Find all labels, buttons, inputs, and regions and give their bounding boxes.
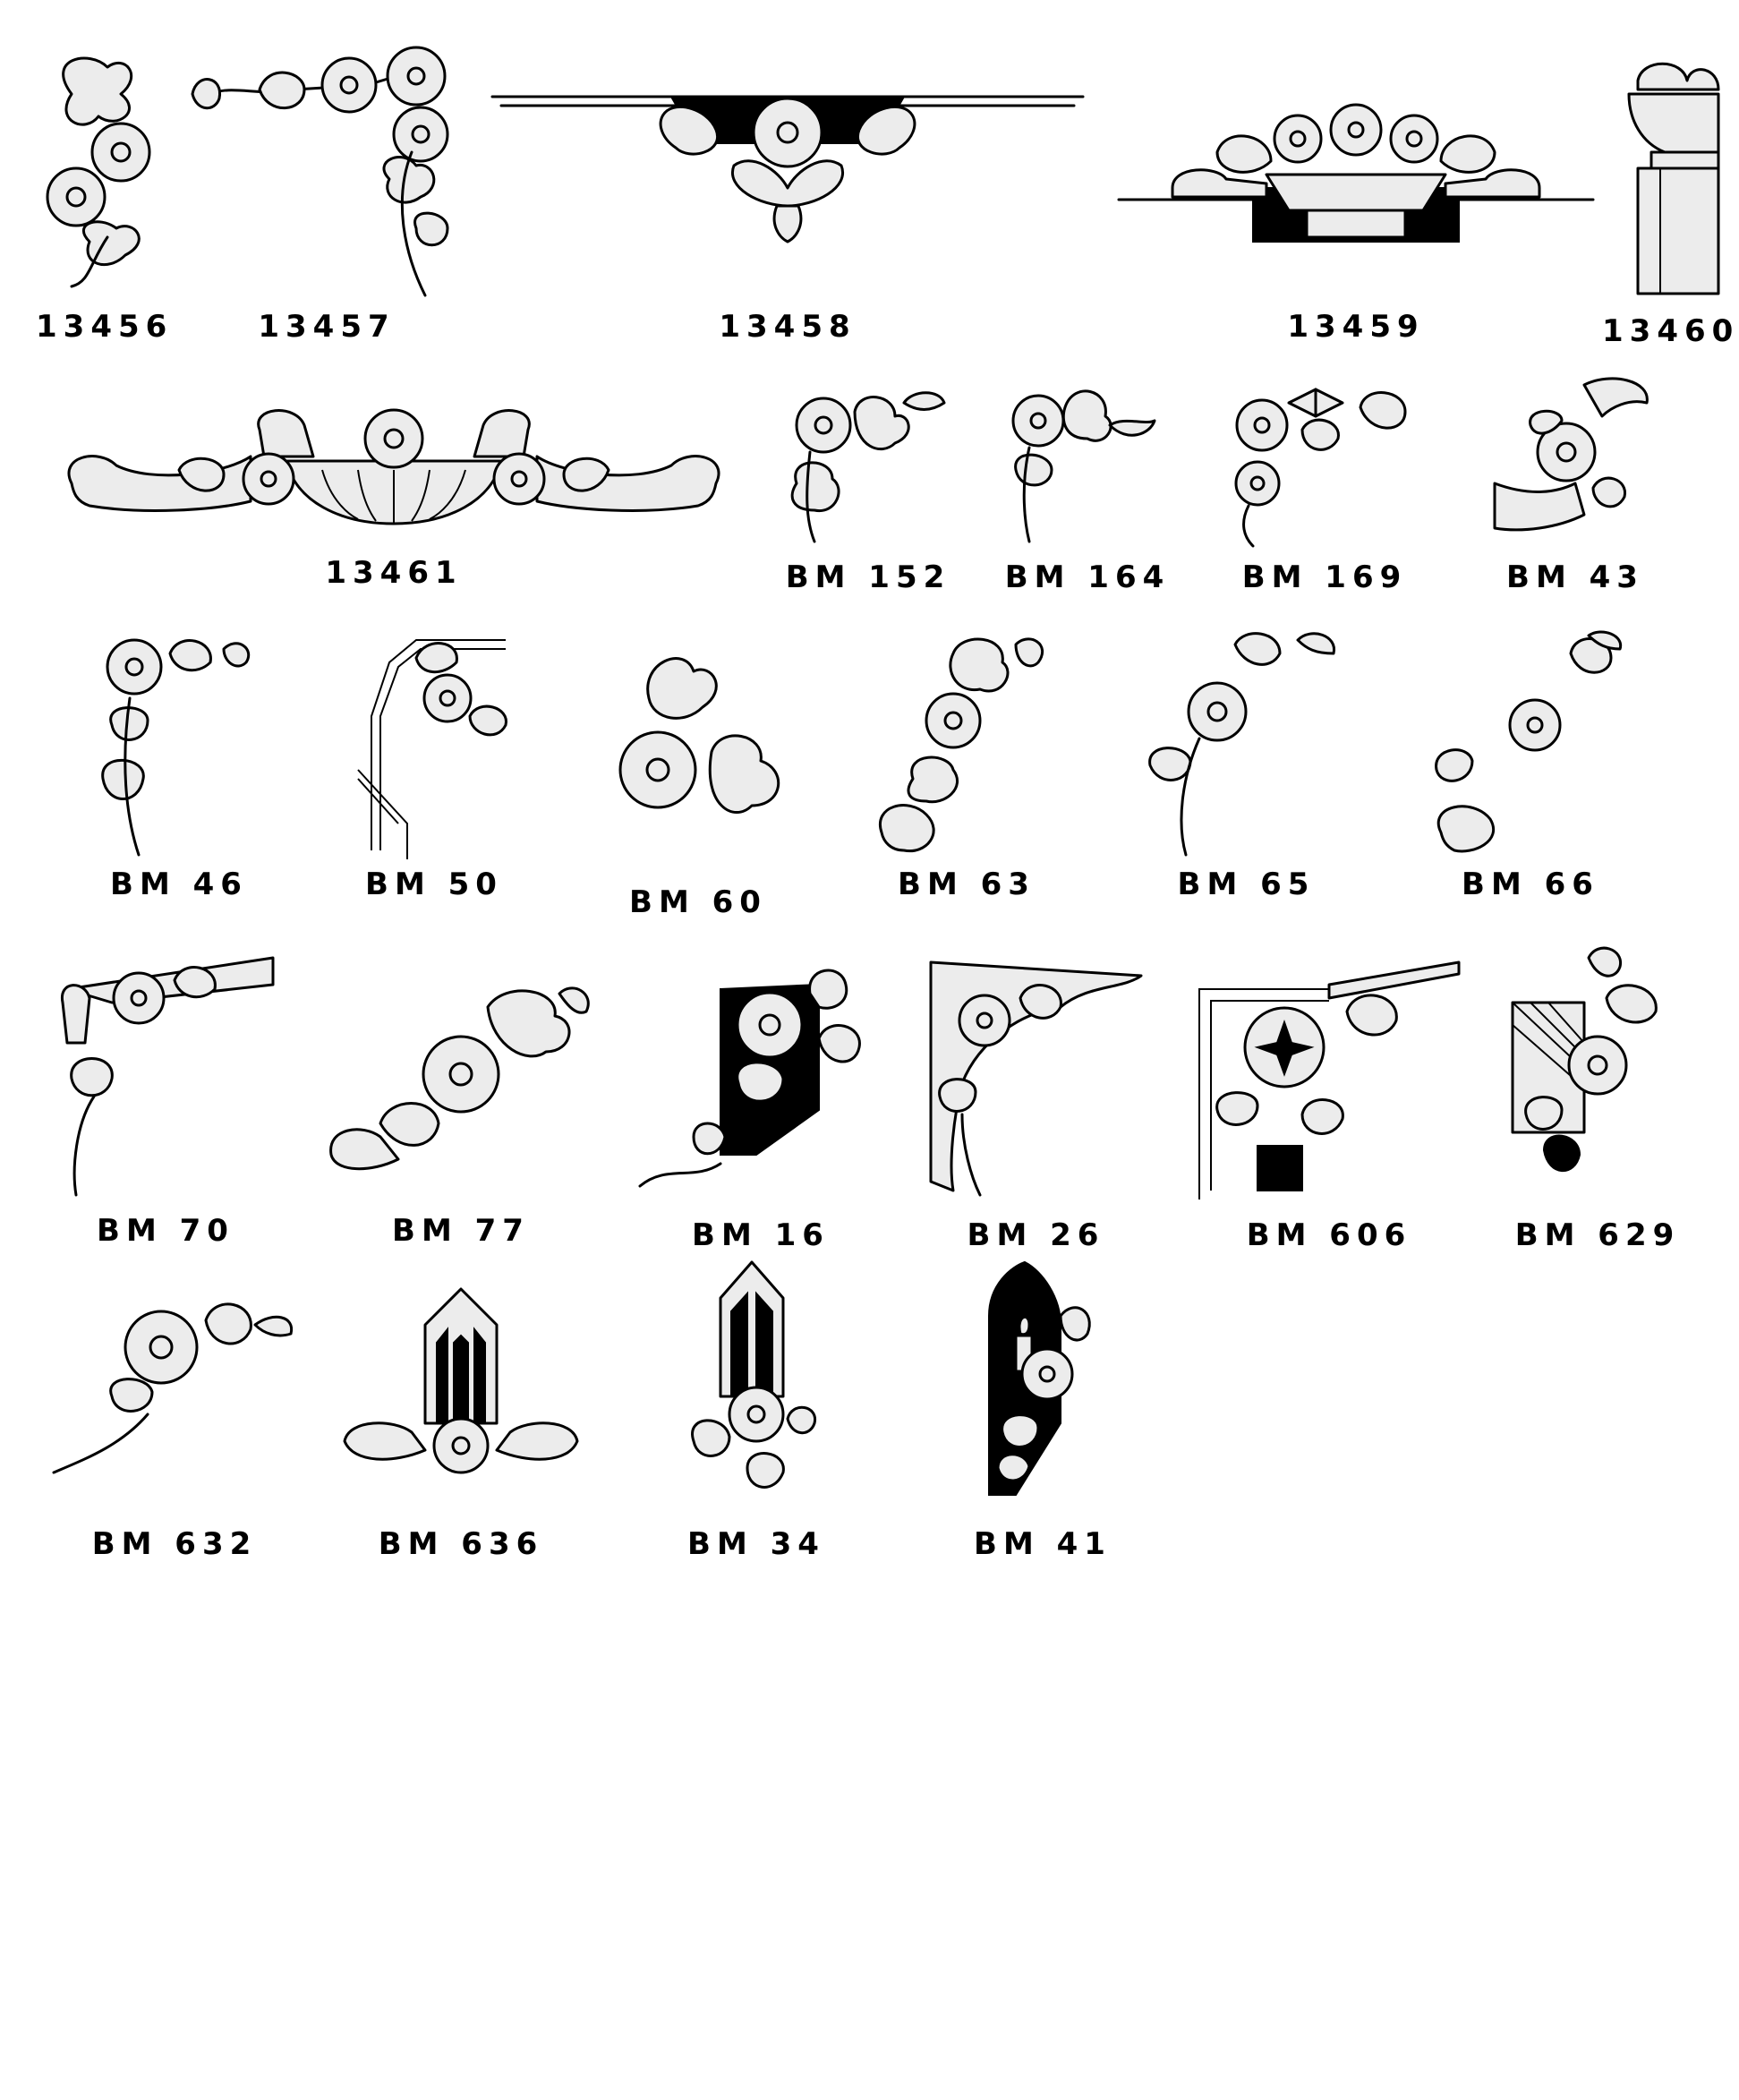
ornament-tile-bm-636[interactable]: BM 636 (340, 1287, 582, 1562)
ornament-tile-bm-63[interactable]: BM 63 (873, 627, 1061, 904)
ornament-tile-bm-34[interactable]: BM 34 (676, 1260, 837, 1562)
dark-floral-panel-ornament-icon (638, 969, 861, 1188)
item-code-label: BM 63 (898, 866, 1036, 902)
ornament-tile-13458[interactable]: 13458 (490, 90, 1085, 345)
ornament-tile-bm-41[interactable]: BM 41 (962, 1260, 1123, 1562)
item-code-label: BM 66 (1462, 866, 1599, 902)
ornament-tile-bm-70[interactable]: BM 70 (58, 953, 275, 1249)
ornament-tile-13460[interactable]: 13460 (1602, 54, 1733, 349)
floral-vertical-ornament-icon (46, 56, 151, 288)
ornament-tile-bm-169[interactable]: BM 169 (1226, 380, 1423, 595)
item-code-label: BM 152 (785, 559, 951, 595)
flower-basket-ornament-icon (1117, 103, 1595, 243)
floral-corner-ornament-icon (191, 46, 449, 297)
diagonal-flower-ornament-icon (329, 986, 590, 1171)
ornament-tile-13456[interactable]: 13456 (36, 49, 170, 345)
item-code-label: BM 60 (629, 884, 767, 920)
item-code-label: BM 77 (392, 1213, 530, 1249)
item-code-label: BM 632 (91, 1526, 258, 1562)
item-code-label: BM 70 (97, 1213, 234, 1249)
ornament-tile-bm-632[interactable]: BM 632 (49, 1289, 300, 1562)
item-code-label: 13456 (36, 309, 174, 345)
ornament-tile-bm-50[interactable]: BM 50 (345, 627, 524, 904)
ornament-tile-bm-60[interactable]: BM 60 (604, 645, 792, 920)
item-code-label: 13460 (1602, 313, 1739, 349)
floral-spray-ornament-icon (1148, 632, 1335, 857)
ornament-tile-bm-43[interactable]: BM 43 (1493, 371, 1656, 595)
item-code-label: BM 43 (1506, 559, 1644, 595)
floral-corner-ornament-icon (790, 391, 946, 543)
ornament-tile-bm-46[interactable]: BM 46 (90, 627, 269, 904)
item-code-label: BM 606 (1246, 1217, 1412, 1253)
ornament-tile-bm-16[interactable]: BM 16 (638, 958, 882, 1253)
item-code-label: BM 46 (110, 866, 248, 902)
fan-floral-panel-ornament-icon (1511, 946, 1658, 1173)
floral-diagonal-ornament-icon (1435, 630, 1623, 853)
ornament-tile-bm-65[interactable]: BM 65 (1146, 627, 1347, 904)
scroll-basket-ornament-icon (67, 408, 720, 525)
gothic-window-floral-ornament-icon (691, 1260, 816, 1489)
item-code-label: BM 65 (1177, 866, 1316, 902)
ornament-tile-13461[interactable]: 13461 (63, 403, 725, 595)
floral-corner-ornament-icon (101, 638, 251, 857)
gothic-window-floral-ornament-icon (343, 1287, 579, 1474)
floral-swoop-ornament-icon (52, 1302, 294, 1474)
item-code-label: 13461 (325, 555, 463, 591)
frame-corner-flower-ornament-icon (1198, 960, 1461, 1199)
bracket-floral-ornament-icon (61, 956, 275, 1197)
ornament-tile-bm-164[interactable]: BM 164 (1002, 380, 1172, 595)
urn-pedestal-ornament-icon (1627, 62, 1720, 295)
item-code-label: BM 629 (1514, 1217, 1681, 1253)
item-code-label: BM 636 (378, 1526, 544, 1562)
ornament-tile-13457[interactable]: 13457 (188, 36, 465, 345)
item-code-label: BM 34 (687, 1526, 825, 1562)
item-code-label: BM 16 (692, 1217, 830, 1253)
bow-floral-corner-ornament-icon (1234, 388, 1407, 548)
item-code-label: BM 50 (365, 866, 503, 902)
ornament-tile-bm-77[interactable]: BM 77 (327, 980, 595, 1249)
flower-leaf-cluster-ornament-icon (618, 657, 780, 814)
gothic-floral-corner-ornament-icon (357, 639, 507, 859)
ornament-tile-bm-152[interactable]: BM 152 (779, 385, 958, 595)
ornament-tile-13459[interactable]: 13459 (1117, 98, 1595, 345)
bracket-floral-ornament-icon (929, 960, 1143, 1197)
ornament-tile-bm-629[interactable]: BM 629 (1508, 944, 1687, 1253)
item-code-label: BM 164 (1004, 559, 1171, 595)
floral-scroll-ornament-icon (878, 637, 1044, 853)
item-code-label: 13458 (719, 309, 857, 345)
ornament-tile-bm-66[interactable]: BM 66 (1428, 627, 1633, 904)
ornament-tile-bm-26[interactable]: BM 26 (926, 958, 1146, 1253)
floral-divider-ornament-icon (490, 95, 1085, 243)
arched-candle-floral-ornament-icon (988, 1260, 1091, 1496)
floral-ribbon-ornament-icon (1493, 377, 1649, 532)
item-code-label: BM 41 (974, 1526, 1112, 1562)
item-code-label: 13459 (1287, 309, 1425, 345)
item-code-label: BM 169 (1241, 559, 1408, 595)
ornament-tile-bm-606[interactable]: BM 606 (1195, 958, 1463, 1253)
item-code-label: 13457 (258, 309, 396, 345)
item-code-label: BM 26 (967, 1217, 1105, 1253)
floral-corner-ornament-icon (1011, 389, 1156, 543)
